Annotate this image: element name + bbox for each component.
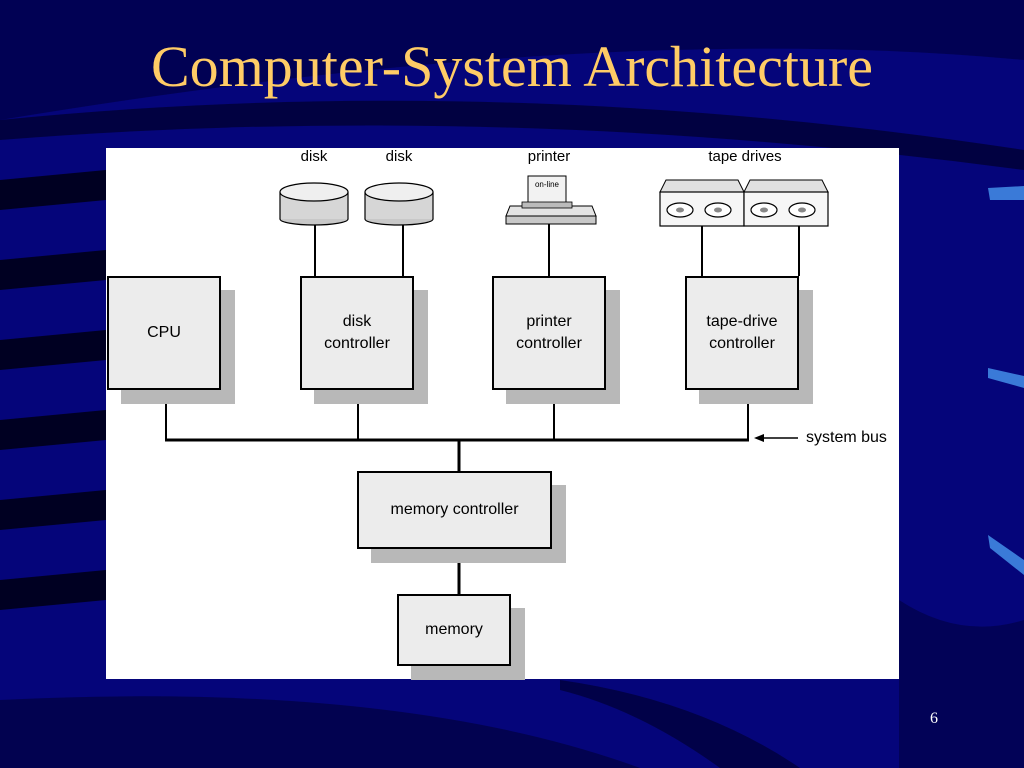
cpu-box: CPU xyxy=(107,276,221,390)
memory-controller-box: memory controller xyxy=(357,471,552,549)
printer-label: printer xyxy=(527,148,571,165)
disk-icon xyxy=(279,182,349,226)
tape-drive-controller-box: tape-drive controller xyxy=(685,276,799,390)
disk-controller-box: disk controller xyxy=(300,276,414,390)
printer-controller-box: printer controller xyxy=(492,276,606,390)
disk-icon xyxy=(364,182,434,226)
architecture-diagram: disk disk printer on-line tape drives CP… xyxy=(106,148,899,679)
disk-label: disk xyxy=(300,148,328,165)
tape-drives-label: tape drives xyxy=(708,148,782,165)
diagram-wiring xyxy=(165,175,829,595)
tape-drive-icon xyxy=(659,179,745,227)
system-bus-label: system bus xyxy=(806,429,887,446)
printer-icon xyxy=(505,175,597,225)
slide-title: Computer-System Architecture xyxy=(150,34,874,99)
disk-label: disk xyxy=(385,148,413,165)
printer-status-label: on-line xyxy=(534,180,559,189)
page-number: 6 xyxy=(930,710,938,727)
tape-drive-icon xyxy=(743,179,829,227)
memory-box: memory xyxy=(397,594,511,666)
